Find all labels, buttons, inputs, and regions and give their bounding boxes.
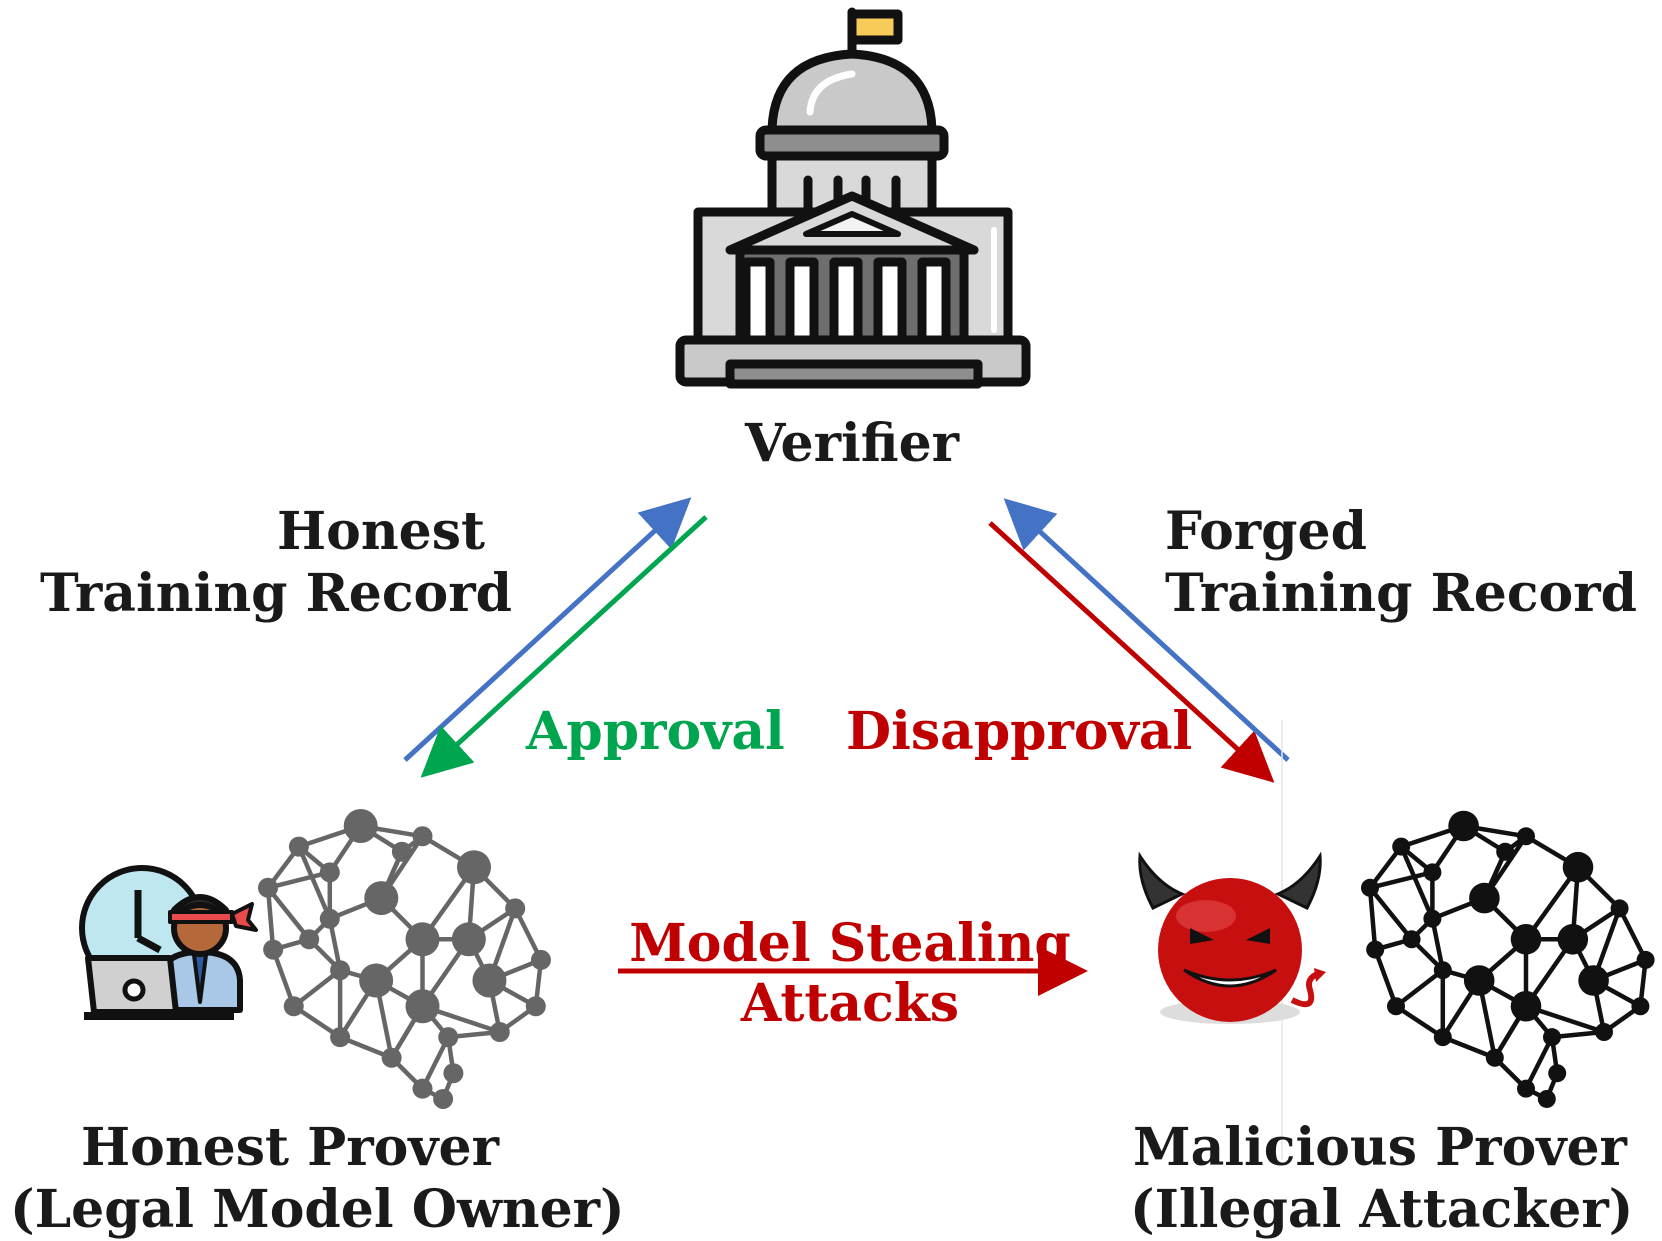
brain-node [412, 826, 433, 847]
brain-node [1463, 965, 1495, 996]
neural-brain-icon [1361, 810, 1655, 1108]
verifier-label: Verifier [744, 413, 960, 474]
brain-link [1617, 907, 1648, 961]
brain-node [505, 898, 526, 919]
disapproval-label: Disapproval [846, 701, 1193, 762]
malicious-prover-label-line1: Malicious Prover [1133, 1117, 1627, 1178]
brain-node [1433, 961, 1452, 980]
brain-node [1537, 1089, 1556, 1108]
brain-link [1367, 887, 1378, 950]
brain-node [391, 841, 412, 862]
brain-link [266, 886, 311, 941]
brain-node [1496, 842, 1515, 861]
brain-node [343, 809, 378, 843]
malicious-prover-label-line2: (Illegal Attacker) [1130, 1179, 1634, 1240]
brain-node [489, 1022, 510, 1042]
brain-node [1636, 950, 1655, 969]
brain-node [330, 1027, 351, 1048]
brain-node [1557, 924, 1589, 955]
brain-node [451, 922, 486, 957]
brain-node [472, 963, 507, 998]
brain-node [359, 963, 394, 998]
brain-node [405, 989, 440, 1024]
brain-link [1523, 1036, 1555, 1090]
brain-node [1387, 997, 1405, 1016]
model-stealing-label-line1: Model Stealing [629, 913, 1071, 974]
brain-node [405, 922, 440, 957]
neural-brain-icon [258, 809, 551, 1109]
brain-node [1578, 965, 1609, 996]
brain-node [1517, 827, 1535, 846]
capitol-building-icon [675, 7, 1031, 389]
approval-label: Approval [526, 701, 785, 762]
brain-link [296, 845, 332, 920]
forged-record-arrow [1003, 498, 1290, 762]
brain-node [283, 996, 304, 1017]
brain-link [1394, 968, 1445, 1009]
brain-node [288, 836, 309, 857]
brain-node [1361, 878, 1379, 897]
brain-node [412, 1078, 433, 1099]
brain-node [1510, 924, 1542, 955]
forged-record-label-line2: Training Record [1165, 563, 1637, 624]
brain-node [319, 862, 340, 883]
brain-node [457, 850, 491, 885]
brain-link [267, 870, 331, 890]
office-worker-icon [79, 865, 258, 1020]
brain-node [1562, 851, 1594, 883]
disapproval-arrow [988, 521, 1275, 783]
brain-link [265, 887, 276, 950]
brain-node [364, 881, 399, 916]
brain-node [1402, 930, 1421, 949]
brain-node [530, 949, 551, 970]
brain-node [299, 929, 320, 950]
brain-node [438, 1027, 459, 1048]
brain-node [258, 877, 278, 898]
model-stealing-label-line2: Attacks [740, 973, 960, 1034]
forged-record-label-line1: Forged [1165, 501, 1367, 562]
approval-arrow [420, 515, 708, 778]
brain-node [1631, 997, 1650, 1016]
brain-node [1548, 1064, 1567, 1083]
brain-node [1469, 882, 1500, 914]
honest-record-label-line1: Honest [277, 501, 485, 562]
brain-node [330, 960, 351, 981]
brain-node [381, 1047, 402, 1068]
brain-node [1543, 1028, 1561, 1047]
brain-node [1366, 940, 1385, 959]
brain-node [1392, 837, 1411, 856]
brain-node [1510, 990, 1542, 1022]
brain-node [1595, 1023, 1613, 1041]
brain-node [263, 939, 284, 960]
brain-link [1369, 870, 1433, 890]
brain-node [1485, 1048, 1504, 1067]
brain-node [1423, 863, 1442, 882]
brain-link [1373, 948, 1399, 1008]
brain-link [1399, 845, 1435, 920]
honest-prover-label-line2: (Legal Model Owner) [10, 1179, 625, 1240]
brain-node [525, 996, 546, 1017]
honest-record-label-line2: Training Record [40, 563, 512, 624]
honest-record-arrow [403, 497, 692, 762]
brain-node [1610, 899, 1629, 918]
brain-node [1433, 1028, 1452, 1047]
brain-link [1368, 886, 1414, 941]
brain-link [1394, 1004, 1445, 1040]
brain-node [1448, 810, 1479, 842]
brain-link [271, 948, 296, 1008]
brain-node [1517, 1079, 1535, 1098]
brain-node [433, 1088, 454, 1109]
devil-icon [1138, 851, 1326, 1024]
brain-node [443, 1063, 464, 1084]
brain-link [1441, 1035, 1496, 1060]
honest-prover-label-line1: Honest Prover [81, 1117, 499, 1178]
brain-node [1423, 909, 1442, 928]
brain-node [319, 908, 340, 929]
